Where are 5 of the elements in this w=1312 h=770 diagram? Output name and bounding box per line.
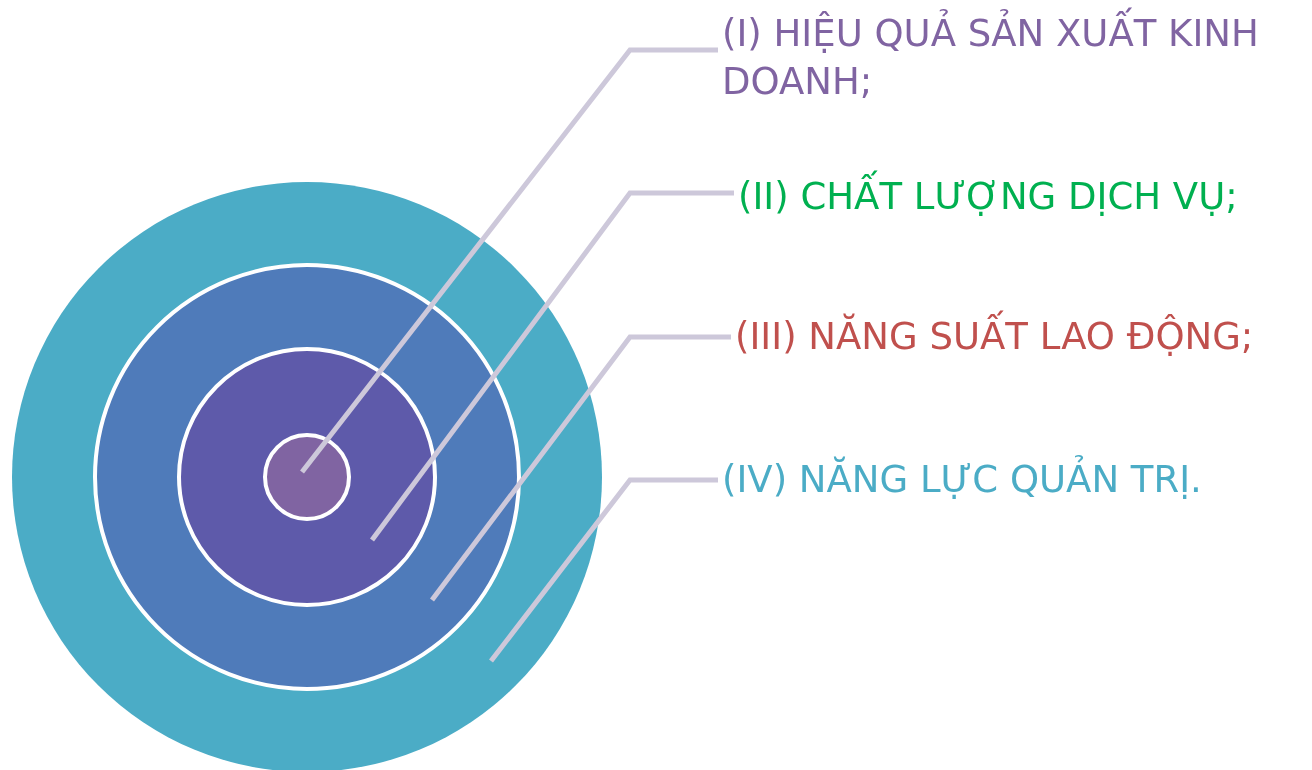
leader-line [489, 477, 718, 663]
leader-line [300, 47, 718, 474]
label-text: (IV) NĂNG LỰC QUẢN TRỊ. [722, 456, 1202, 504]
leader-line [370, 190, 734, 542]
leader-line [430, 334, 731, 602]
